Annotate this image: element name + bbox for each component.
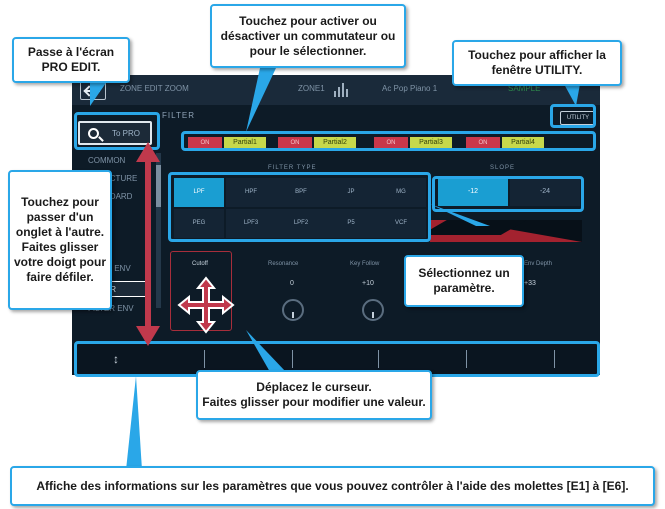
filter-type-lpf[interactable]: LPF	[174, 178, 224, 207]
env-depth-label: Env Depth	[524, 261, 553, 267]
filter-type-lpf3[interactable]: LPF3	[226, 209, 276, 238]
filter-type-vcf[interactable]: VCF	[376, 209, 426, 238]
partial-name[interactable]: Partial1	[224, 137, 266, 149]
highlight-utility	[550, 104, 596, 128]
callout-switch: Touchez pour activer ou désactiver un co…	[210, 4, 406, 68]
level-meter-icon	[334, 83, 348, 97]
filter-type-mg[interactable]: MG	[376, 178, 426, 207]
partial-switch[interactable]: ON	[188, 137, 222, 149]
magnifier-icon	[88, 128, 99, 139]
partial-name[interactable]: Partial4	[502, 137, 544, 149]
highlight-filter-type	[168, 172, 431, 242]
slope-minus-24[interactable]: -24	[510, 177, 580, 206]
sample-label: SAMPLE	[508, 84, 541, 93]
slope-minus-12[interactable]: -12	[438, 177, 508, 206]
slope-graph	[430, 220, 582, 242]
resonance-knob-icon[interactable]	[282, 299, 304, 321]
filter-type-hpf[interactable]: HPF	[226, 178, 276, 207]
callout-info-bar: Affiche des informations sur les paramèt…	[10, 466, 655, 506]
screen-title: ZONE EDIT ZOOM	[120, 84, 189, 93]
filter-type-bpf[interactable]: BPF	[276, 178, 326, 207]
filter-type-peg[interactable]: PEG	[174, 209, 224, 238]
highlight-to-pro	[74, 112, 160, 150]
callout-utility: Touchez pour afficher la fenêtre UTILITY…	[452, 40, 622, 86]
filter-type-jp[interactable]: JP	[326, 178, 376, 207]
callout-tabs: Touchez pour passer d'un onglet à l'autr…	[8, 170, 112, 310]
partial-name[interactable]: Partial2	[314, 137, 356, 149]
callout-param: Sélectionnez un paramètre.	[404, 255, 524, 307]
callout-cursor: Déplacez le curseur. Faites glisser pour…	[196, 370, 432, 420]
tone-name: Ac Pop Piano 1	[382, 84, 438, 93]
resonance-label: Resonance	[268, 261, 299, 267]
tab-common[interactable]: COMMON	[88, 156, 126, 165]
highlight-slope	[432, 176, 584, 212]
filter-type-title: FILTER TYPE	[268, 165, 317, 171]
tab-scrollbar[interactable]	[156, 153, 161, 308]
section-title: FILTER	[162, 111, 195, 120]
filter-type-lpf2[interactable]: LPF2	[276, 209, 326, 238]
slope-title: SLOPE	[490, 165, 516, 171]
cutoff-parameter[interactable]	[170, 251, 232, 331]
tab-structure[interactable]: STRUCTURE	[88, 174, 138, 183]
zone-label: ZONE1	[298, 84, 325, 93]
resonance-value: 0	[290, 280, 294, 287]
key-follow-label: Key Follow	[350, 261, 380, 267]
to-pro-label: To PRO	[112, 129, 141, 138]
filter-type-p5[interactable]: P5	[326, 209, 376, 238]
partial-switch[interactable]: ON	[374, 137, 408, 149]
updown-arrow-icon: ↕	[113, 352, 119, 366]
encoder-info-bar: ↕	[72, 344, 600, 375]
cutoff-label: Cutoff	[192, 261, 208, 267]
partial-switch[interactable]: ON	[466, 137, 500, 149]
to-pro-edit-button[interactable]: To PRO	[78, 121, 152, 145]
env-depth-value: +33	[524, 280, 536, 287]
callout-pro-edit: Passe à l'écran PRO EDIT.	[12, 37, 130, 83]
partial-name[interactable]: Partial3	[410, 137, 452, 149]
partial-switch[interactable]: ON	[278, 137, 312, 149]
key-follow-value: +10	[362, 280, 374, 287]
filter-type-grid: LPF HPF BPF JP MG PEG LPF3 LPF2 P5 VCF	[168, 174, 430, 240]
highlight-partials	[181, 131, 596, 151]
key-follow-knob-icon[interactable]	[362, 299, 384, 321]
